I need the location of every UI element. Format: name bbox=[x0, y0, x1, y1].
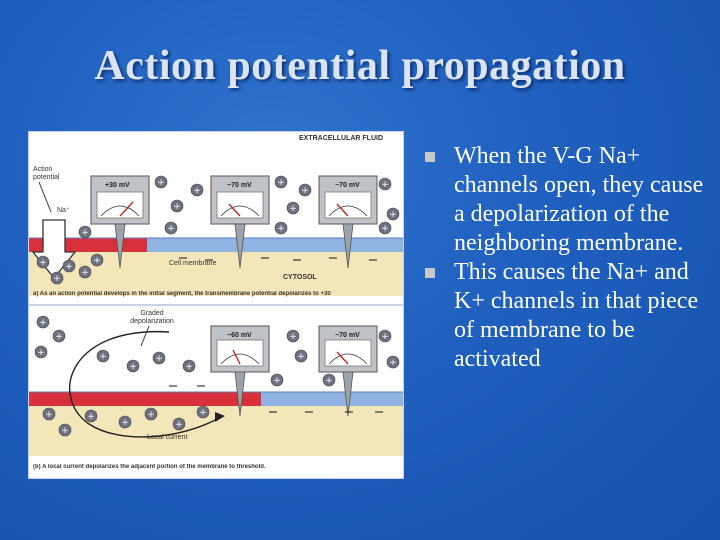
svg-text:+: + bbox=[45, 410, 53, 420]
negative-charges-a bbox=[179, 257, 377, 261]
ion-plus-signs: +++ +++ +++ +++ +++ ++ bbox=[39, 178, 397, 284]
depolarized-membrane-b bbox=[29, 392, 261, 406]
svg-text:+: + bbox=[39, 318, 47, 328]
square-bullet-icon bbox=[425, 152, 435, 162]
figure-a-illustration: +++ +++ +++ +++ +++ ++ bbox=[29, 132, 403, 296]
meter-2-reading: −70 mV bbox=[227, 182, 252, 189]
meter-3-reading: −70 mV bbox=[335, 182, 360, 189]
meter-b1-reading: −60 mV bbox=[227, 332, 252, 339]
action-potential-label: Action potential bbox=[33, 166, 60, 181]
svg-text:+: + bbox=[61, 426, 69, 436]
local-current-label: Local current bbox=[147, 434, 188, 441]
figure-panel-b: +++ +++ +++ +++ +++ +++ ++ Graded depola… bbox=[28, 305, 404, 479]
svg-text:+: + bbox=[81, 228, 89, 238]
svg-text:+: + bbox=[175, 420, 183, 430]
meter-1-reading: +30 mV bbox=[105, 182, 130, 189]
svg-text:+: + bbox=[381, 332, 389, 342]
positive-ions-b bbox=[34, 315, 400, 437]
svg-text:+: + bbox=[53, 274, 61, 284]
graded-depolarization-label: Graded depolarization bbox=[130, 310, 174, 325]
ion-plus-signs-b: +++ +++ +++ +++ +++ +++ ++ bbox=[37, 318, 397, 436]
svg-text:+: + bbox=[155, 354, 163, 364]
meter-b2-reading: −70 mV bbox=[335, 332, 360, 339]
svg-text:+: + bbox=[173, 202, 181, 212]
svg-text:+: + bbox=[37, 348, 45, 358]
svg-text:+: + bbox=[381, 180, 389, 190]
svg-text:+: + bbox=[277, 178, 285, 188]
bullet-text: This causes the Na+ and K+ channels in t… bbox=[454, 259, 699, 372]
figure-panel-a: +++ +++ +++ +++ +++ ++ EXTRACELLULAR FLU… bbox=[28, 131, 404, 305]
svg-text:+: + bbox=[99, 352, 107, 362]
voltmeter-1 bbox=[90, 175, 150, 269]
svg-text:+: + bbox=[157, 178, 165, 188]
svg-text:+: + bbox=[289, 332, 297, 342]
slide-title: Action potential propagation bbox=[94, 43, 626, 89]
cytosol-label: CYTOSOL bbox=[283, 274, 317, 281]
svg-text:+: + bbox=[185, 362, 193, 372]
bullet-item: When the V-G Na+ channels open, they cau… bbox=[425, 142, 715, 258]
bullet-list: When the V-G Na+ channels open, they cau… bbox=[425, 142, 715, 374]
svg-text:+: + bbox=[325, 376, 333, 386]
resting-membrane-b bbox=[261, 392, 403, 406]
positive-ions-a bbox=[36, 175, 400, 285]
svg-text:+: + bbox=[193, 186, 201, 196]
square-bullet-icon bbox=[425, 268, 435, 278]
bullet-text: When the V-G Na+ channels open, they cau… bbox=[454, 143, 704, 256]
voltmeter-b1 bbox=[210, 325, 270, 417]
figure-b-illustration: +++ +++ +++ +++ +++ +++ ++ bbox=[29, 315, 403, 456]
svg-text:+: + bbox=[129, 362, 137, 372]
bullet-item: This causes the Na+ and K+ channels in t… bbox=[425, 258, 715, 374]
svg-text:+: + bbox=[297, 352, 305, 362]
svg-text:+: + bbox=[301, 186, 309, 196]
resting-membrane bbox=[147, 238, 403, 252]
svg-text:+: + bbox=[81, 268, 89, 278]
svg-text:+: + bbox=[199, 408, 207, 418]
figure-b-caption: (b) A local current depolarizes the adja… bbox=[33, 464, 266, 470]
svg-text:+: + bbox=[289, 204, 297, 214]
svg-text:+: + bbox=[389, 358, 397, 368]
svg-text:+: + bbox=[273, 376, 281, 386]
svg-text:+: + bbox=[39, 258, 47, 268]
action-potential-figure: +++ +++ +++ +++ +++ ++ EXTRACELLULAR FLU… bbox=[28, 131, 404, 479]
svg-text:+: + bbox=[147, 410, 155, 420]
voltmeter-b2 bbox=[318, 325, 378, 417]
svg-text:+: + bbox=[65, 262, 73, 272]
local-current-arrow bbox=[69, 331, 220, 438]
svg-text:+: + bbox=[93, 256, 101, 266]
svg-text:+: + bbox=[277, 224, 285, 234]
cell-membrane-label: Cell membrane bbox=[169, 260, 217, 267]
svg-text:+: + bbox=[381, 224, 389, 234]
svg-text:+: + bbox=[121, 418, 129, 428]
svg-text:+: + bbox=[389, 210, 397, 220]
voltmeter-3 bbox=[318, 175, 378, 269]
svg-text:+: + bbox=[87, 412, 95, 422]
extracellular-fluid-label: EXTRACELLULAR FLUID bbox=[299, 135, 383, 142]
voltmeter-2 bbox=[210, 175, 270, 269]
negative-charges-b bbox=[169, 385, 383, 413]
svg-text:+: + bbox=[55, 332, 63, 342]
svg-text:+: + bbox=[167, 224, 175, 234]
figure-a-caption: a) As an action potential develops in th… bbox=[33, 291, 331, 297]
na-ion-label: Na⁺ bbox=[57, 207, 70, 214]
